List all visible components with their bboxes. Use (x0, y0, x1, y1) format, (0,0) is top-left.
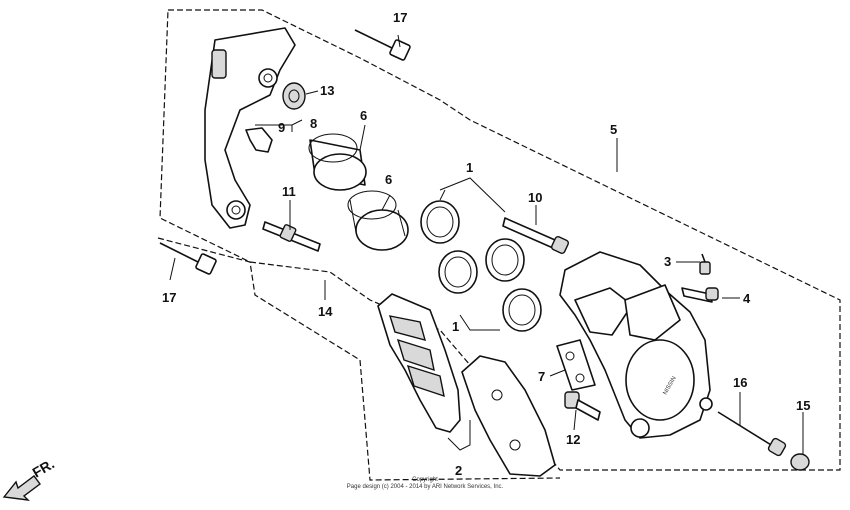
brake-pad-2-inner (377, 293, 461, 433)
callout-12: 12 (566, 432, 580, 447)
shim-7 (556, 339, 596, 391)
callout-4: 4 (743, 291, 751, 306)
pin-12 (564, 391, 601, 421)
pin-10 (502, 217, 570, 255)
callout-17-bottom: 17 (162, 290, 176, 305)
callout-10: 10 (528, 190, 542, 205)
leader-lines (169, 34, 804, 455)
callout-15: 15 (796, 398, 810, 413)
bolt-17-bottom (159, 242, 217, 275)
caliper-body: NISSIN (559, 251, 713, 439)
callout-1-upper: 1 (466, 160, 473, 175)
callout-11: 11 (282, 184, 296, 199)
seal-1-c (438, 250, 478, 294)
front-arrow-icon (2, 475, 41, 501)
seal-1-b (485, 238, 525, 282)
callout-16: 16 (733, 375, 747, 390)
plug-15 (790, 453, 810, 471)
boot-13 (282, 82, 306, 110)
front-direction-indicator: FR. (2, 455, 57, 501)
callout-17-top: 17 (393, 10, 407, 25)
seal-1-a (420, 200, 460, 244)
callout-3: 3 (664, 254, 671, 269)
assembly-boundary-14 (157, 237, 561, 481)
callout-2: 2 (455, 463, 462, 478)
copyright-line-2: Page design (c) 2004 - 2014 by ARI Netwo… (347, 484, 504, 490)
callout-1-lower: 1 (452, 319, 459, 334)
pad-pin-16 (717, 411, 787, 457)
callout-14: 14 (318, 304, 333, 319)
piston-6-lower (347, 190, 409, 251)
assembly-boundary-5 (159, 9, 841, 471)
callout-13: 13 (320, 83, 334, 98)
pin-11 (262, 221, 321, 252)
callout-6-lower: 6 (385, 172, 392, 187)
piston-6-upper (308, 133, 367, 191)
callout-6-upper: 6 (360, 108, 367, 123)
brake-pad-2-outer (461, 355, 556, 477)
callout-5: 5 (610, 122, 617, 137)
clip-9 (245, 127, 273, 153)
copyright-line-1: Copyright (412, 477, 438, 483)
bolt-17-top (354, 29, 411, 61)
callout-8: 8 (310, 116, 317, 131)
seal-1-d (502, 288, 542, 332)
cap-4 (681, 287, 719, 303)
bleeder-3 (699, 253, 711, 275)
caliper-bracket (204, 27, 296, 229)
callout-9: 9 (278, 120, 285, 135)
callout-7: 7 (538, 369, 545, 384)
